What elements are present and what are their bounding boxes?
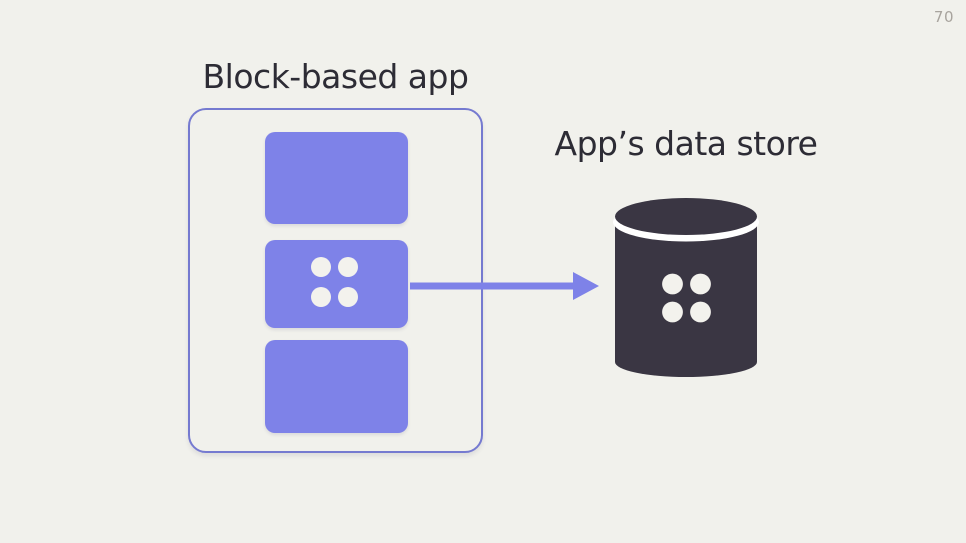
page-number: 70 (933, 8, 954, 26)
app-block-bottom (265, 340, 408, 433)
dots-icon (311, 257, 358, 307)
dots-icon (662, 273, 711, 323)
dot (338, 287, 358, 307)
block-app-outline (188, 108, 483, 453)
dot (311, 287, 331, 307)
dot (311, 257, 331, 277)
app-block-middle (265, 240, 408, 328)
app-block-top (265, 132, 408, 224)
database-icon (613, 198, 759, 377)
datastore-title: App’s data store (554, 124, 818, 163)
dot (338, 257, 358, 277)
block-app-title: Block-based app (202, 57, 469, 96)
arrow-right-icon (410, 272, 599, 300)
